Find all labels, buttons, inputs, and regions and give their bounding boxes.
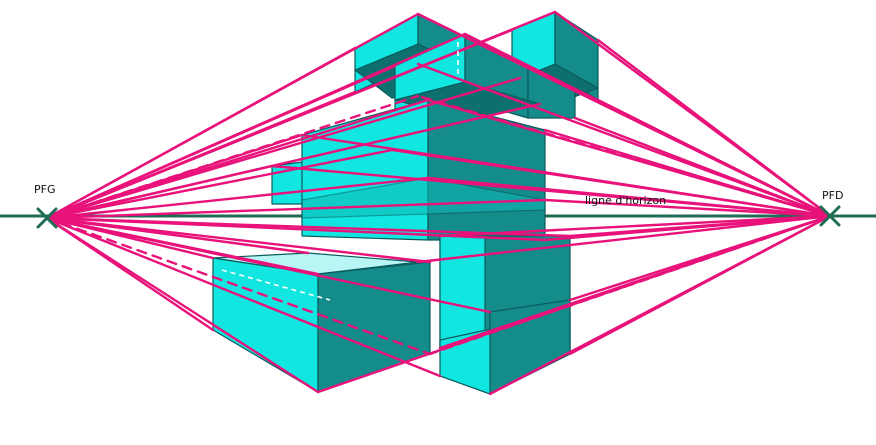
- middle-tall-box: [301, 99, 546, 241]
- pfd-label: PFD: [822, 189, 843, 202]
- hidden-edges: [221, 42, 459, 301]
- left-vanishing-point-marker: [36, 207, 58, 229]
- right-vanishing-point-marker: [819, 205, 841, 227]
- boxes: [212, 11, 599, 395]
- pfg-label: PFG: [34, 183, 55, 196]
- construction-lines-left: [45, 10, 572, 394]
- construction-lines-right: [270, 10, 832, 396]
- horizon-label: ligne d'horizon: [585, 194, 666, 207]
- bottom-left-box: [212, 252, 431, 393]
- bottom-right-box: [439, 235, 571, 395]
